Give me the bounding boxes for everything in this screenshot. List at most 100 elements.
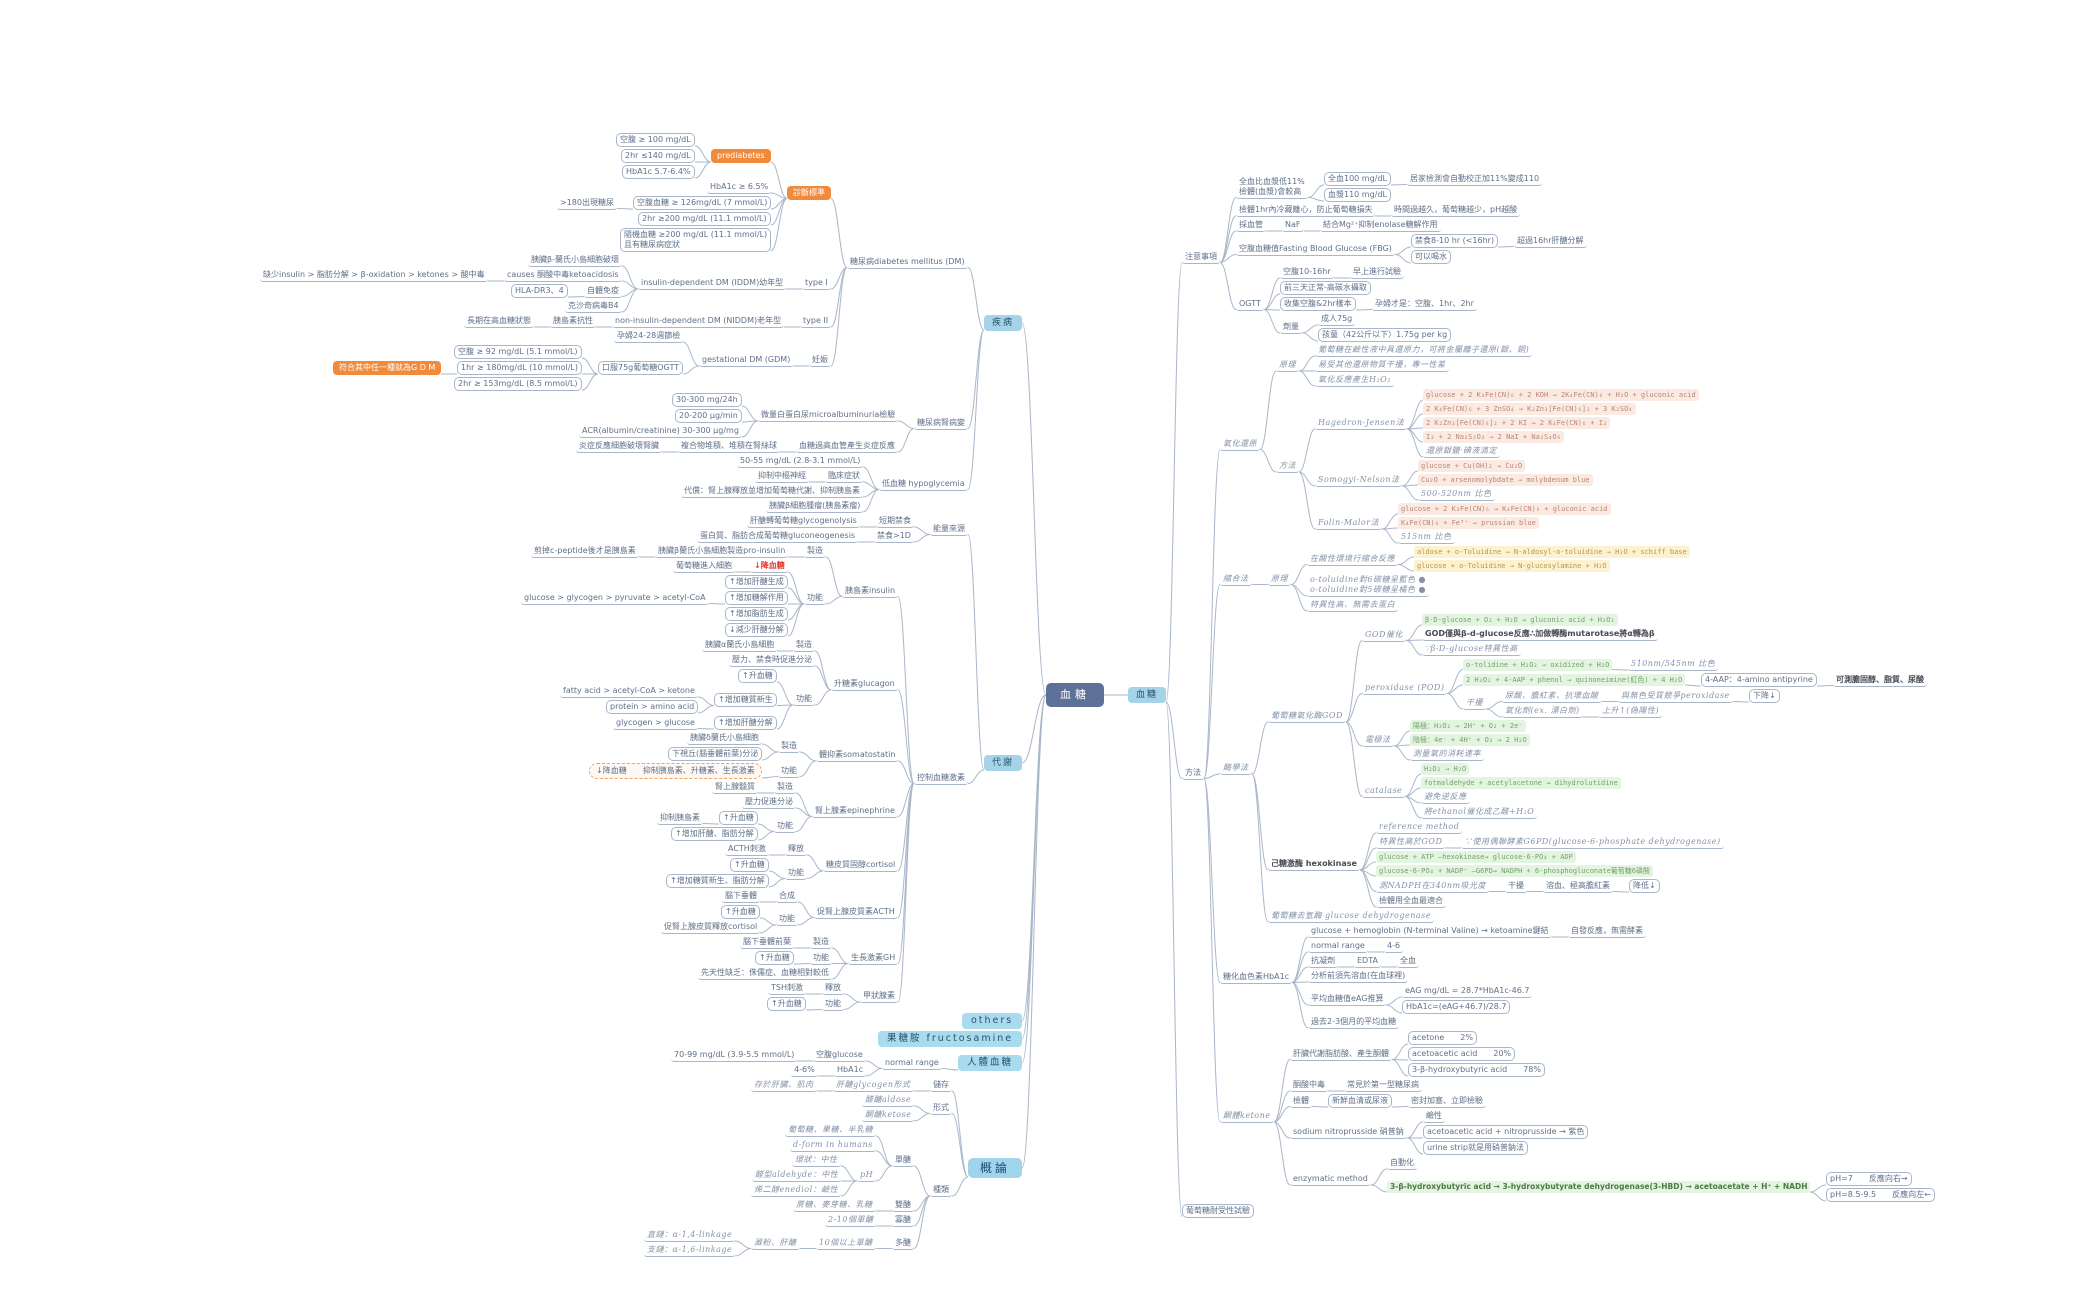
topic[interactable]: 促腎上腺皮質釋放cortisol <box>661 921 761 934</box>
topic[interactable]: o-toluidine對6碳糖呈藍色 ● o-toluidine對5碳糖呈橘色 … <box>1307 574 1429 597</box>
topic[interactable]: 合成 <box>776 890 798 903</box>
topic[interactable]: 葡萄糖進入細胞 <box>673 560 735 573</box>
topic[interactable]: causes 酮酸中毒ketoacidosis <box>504 269 622 282</box>
topic[interactable]: 抑制胰島素 <box>657 812 703 825</box>
topic[interactable]: 腦下垂體 <box>722 890 760 903</box>
topic-enzymatic[interactable]: 酶學法 <box>1220 762 1252 775</box>
topic[interactable]: >180出現糖尿 <box>557 197 617 210</box>
topic[interactable]: ACTH刺激 <box>725 843 769 856</box>
topic[interactable]: 肝醣glycogen形式 <box>833 1079 914 1092</box>
topic[interactable]: 胰臟β-蘭氏小島細胞破壞 <box>528 254 622 267</box>
topic[interactable]: β-D-glucose + O₂ + H₂O → gluconic acid +… <box>1422 614 1618 626</box>
topic[interactable]: 4-6 <box>1384 940 1404 953</box>
topic[interactable]: pH=8.5-9.5 反應向左← <box>1826 1188 1935 1202</box>
topic[interactable]: 製造 <box>804 545 826 558</box>
topic[interactable]: K₄Fe(CN)₆ + Fe³⁺ → prussian blue <box>1398 517 1539 529</box>
topic[interactable]: 代償：腎上腺釋放並增加葡萄糖代謝、抑制胰島素 <box>681 485 863 498</box>
topic[interactable]: 孩童（42公斤以下）1.75g per kg <box>1318 328 1452 342</box>
topic[interactable]: 超過16hr肝醣分解 <box>1514 235 1587 248</box>
topic[interactable]: acetone 2% <box>1408 1031 1477 1045</box>
topic[interactable]: type II <box>800 315 832 328</box>
topic[interactable]: 515nm 比色 <box>1398 531 1455 544</box>
topic[interactable]: acetoacetic acid 20% <box>1408 1047 1516 1061</box>
topic[interactable]: 510nm/545nm 比色 <box>1628 658 1719 671</box>
topic[interactable]: pH=7 反應向右→ <box>1826 1172 1912 1186</box>
topic[interactable]: 胰臟β蘭氏小島細胞製造pro-insulin <box>655 545 789 558</box>
topic[interactable]: fatty acid > acetyl-CoA > ketone <box>560 685 698 698</box>
topic[interactable]: 早上進行試驗 <box>1350 266 1404 279</box>
topic[interactable]: 剪掉c-peptide後才是胰島素 <box>531 545 639 558</box>
topic[interactable]: 蛋白質、脂肪合成葡萄糖gluconeogenesis <box>697 530 859 543</box>
topic[interactable]: 成人75g <box>1318 313 1356 326</box>
topic[interactable]: 平均血糖值eAG推算 <box>1308 993 1387 1006</box>
topic[interactable]: 口服75g葡萄糖OGTT <box>598 361 684 375</box>
topic-hypoglycemia[interactable]: 低血糖 hypoglycemia <box>879 478 968 491</box>
branch-overview[interactable]: 概論 <box>968 1158 1023 1178</box>
topic[interactable]: 過去2-3個月的平均血糖 <box>1308 1016 1400 1029</box>
topic[interactable]: 血糖過高血管產生炎症反應 <box>796 440 898 453</box>
branch-metabolism[interactable]: 代謝 <box>984 755 1023 771</box>
topic[interactable]: 短期禁食 <box>876 515 914 528</box>
topic-diagnosis-criteria[interactable]: 診斷標準 <box>787 185 831 200</box>
topic[interactable]: 全血比血漿低11% 檢體(血漿)會較高 <box>1236 176 1308 199</box>
topic[interactable]: 肝臟代謝脂肪酸、產生酮體 <box>1290 1048 1392 1061</box>
topic[interactable]: 測量氧的消耗速率 <box>1410 748 1484 761</box>
topic[interactable]: 先天性缺乏：侏儒症、血糖相對較低 <box>698 967 832 980</box>
topic[interactable]: 1hr ≥ 180mg/dL (10 mmol/L) <box>457 361 582 375</box>
topic-hormones[interactable]: 控制血糖激素 <box>914 772 968 785</box>
topic[interactable]: 下降↓ <box>1749 689 1780 703</box>
topic[interactable]: 新鮮血清或尿液 <box>1328 1094 1392 1108</box>
topic[interactable]: acetoacetic acid + nitroprusside → 紫色 <box>1423 1125 1589 1139</box>
topic[interactable]: 形式 <box>930 1102 952 1115</box>
topic[interactable]: ↑升血糖 <box>730 858 769 872</box>
topic[interactable]: glucose + 2 K₃Fe(CN)₆ + 2 KOH → 2K₄Fe(CN… <box>1423 389 1699 401</box>
topic[interactable]: 2hr ≥200 mg/dL (11.1 mmol/L) <box>638 212 771 226</box>
topic[interactable]: HLA-DR3、4 <box>511 284 568 298</box>
topic[interactable]: 電極法 <box>1362 734 1394 747</box>
topic[interactable]: 尿酸、膽紅素、抗壞血酸 <box>1502 690 1602 703</box>
branch-methods[interactable]: 方法 <box>1182 767 1204 780</box>
topic[interactable]: 檢體 <box>1290 1095 1312 1108</box>
topic[interactable]: 70-99 mg/dL (3.9-5.5 mmol/L) <box>671 1049 798 1062</box>
topic[interactable]: sodium nitroprusside 硝普鈉 <box>1290 1126 1407 1139</box>
topic[interactable]: 支鏈：α-1,6-linkage <box>644 1244 736 1257</box>
topic[interactable]: 上升↑(偽陽性) <box>1599 705 1662 718</box>
topic[interactable]: 功能 <box>822 998 844 1011</box>
topic[interactable]: 下視丘(腦垂體前葉)分泌 <box>668 747 763 761</box>
topic[interactable]: 氧化反應產生H₂O₂ <box>1315 374 1394 387</box>
topic[interactable]: 醛醣aldose <box>862 1094 915 1107</box>
topic[interactable]: 3-β-hydroxybutyric acid → 3-hydroxybutyr… <box>1387 1181 1811 1193</box>
topic[interactable]: 結合Mg²⁺抑制enolase糖解作用 <box>1320 219 1441 232</box>
topic[interactable]: glucose-6-PO₄ + NADP⁺ —G6PD→ NADPH + 6-p… <box>1376 865 1654 877</box>
topic[interactable]: pH <box>857 1169 877 1182</box>
topic[interactable]: 胰臟α蘭氏小島細胞 <box>702 639 778 652</box>
topic[interactable]: 製造 <box>778 740 800 753</box>
topic[interactable]: 雙醣 <box>892 1199 914 1212</box>
topic[interactable]: 避免逆反應 <box>1421 791 1470 804</box>
topic[interactable]: glucose + o-Toluidine → N-glucosylamine … <box>1414 560 1610 572</box>
topic[interactable]: Somogyi-Nelson法 <box>1315 474 1403 487</box>
topic[interactable]: 微量白蛋白尿microalbuminuria檢驗 <box>758 409 899 422</box>
topic[interactable]: 降低↓ <box>1629 879 1660 893</box>
topic[interactable]: 氧化劑(ex. 漂白劑) <box>1502 705 1583 718</box>
topic[interactable]: 烯二醇enediol：鹼性 <box>751 1184 842 1197</box>
topic[interactable]: 腎上腺素epinephrine <box>812 805 898 818</box>
topic[interactable]: insulin-dependent DM (IDDM)幼年型 <box>638 277 787 290</box>
topic[interactable]: 直鏈：α-1,4-linkage <box>644 1229 736 1242</box>
topic[interactable]: 特異性高、無需去蛋白 <box>1307 599 1398 612</box>
branch-precautions[interactable]: 注意事項 <box>1182 251 1220 264</box>
topic[interactable]: non-insulin-dependent DM (NIDDM)老年型 <box>612 315 785 328</box>
topic[interactable]: Cu₂O + arsenomolybdate → molybdenum blue <box>1418 474 1593 486</box>
topic[interactable]: 採血管 <box>1236 219 1266 232</box>
topic[interactable]: 長期在高血糖狀態 <box>464 315 534 328</box>
topic[interactable]: 功能 <box>793 693 815 706</box>
topic[interactable]: 生長激素GH <box>848 952 899 965</box>
root-topic[interactable]: 血糖 <box>1046 683 1104 707</box>
topic[interactable]: ↑增加脂肪生成 <box>725 607 788 621</box>
branch-fructosamine[interactable]: 果糖胺 fructosamine <box>878 1031 1023 1047</box>
topic[interactable]: 自動化 <box>1387 1157 1417 1170</box>
topic[interactable]: 抗凝劑 <box>1308 955 1338 968</box>
topic[interactable]: 3-β-hydroxybutyric acid 78% <box>1408 1063 1545 1077</box>
topic[interactable]: prediabetes <box>711 149 771 163</box>
topic-condensation[interactable]: 縮合法 <box>1220 573 1252 586</box>
